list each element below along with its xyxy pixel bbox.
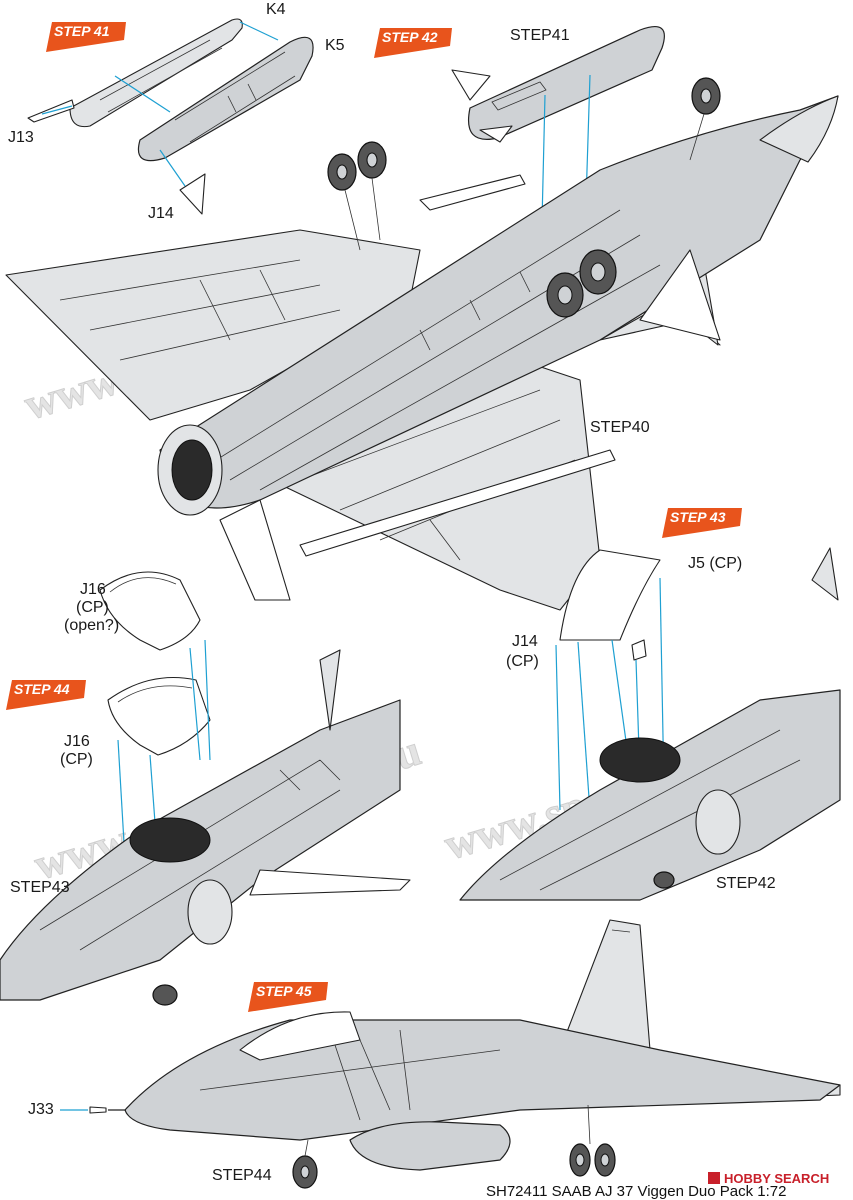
- cockpit-left: [129, 817, 211, 863]
- step41-drop-tank-assembly: [27, 18, 314, 215]
- label-step41-ref: STEP41: [510, 27, 570, 44]
- step-badge-43-text: STEP 43: [670, 509, 726, 525]
- footer-title: SH72411 SAAB AJ 37 Viggen Duo Pack 1:72: [486, 1183, 786, 1200]
- wing-pylon-right: [299, 449, 616, 557]
- logo-mark: [708, 1172, 720, 1184]
- nose-gear: [327, 141, 387, 251]
- step43-canopy-assembly: [459, 547, 841, 901]
- step-badge-45: STEP 45: [248, 982, 328, 1012]
- drop-tank-side: [349, 1121, 511, 1171]
- label-j16-open-2: (CP): [76, 599, 109, 616]
- wing-pylon-left: [419, 174, 526, 211]
- canopy-side: [239, 1011, 361, 1061]
- intake-left: [187, 879, 233, 945]
- forward-fuselage-right: [459, 689, 841, 901]
- step-badge-42-text: STEP 42: [382, 29, 438, 45]
- label-j14-cp-2: (CP): [506, 653, 539, 670]
- part-j16-canopy-open: [99, 571, 201, 651]
- step-badge-45-text: STEP 45: [256, 983, 312, 999]
- hatch-door: [639, 249, 721, 341]
- step44-canopy-assembly: [0, 571, 411, 1006]
- part-j5-panel: [631, 639, 647, 661]
- part-k5-tank: [137, 36, 314, 162]
- landing-wheels-side: [292, 1104, 616, 1189]
- nose-cone: [759, 95, 839, 163]
- step45-full-aircraft: [60, 919, 841, 1189]
- label-j16-1: J16: [64, 733, 90, 750]
- part-j14-canopy: [559, 549, 661, 641]
- label-j14-top: J14: [148, 205, 174, 222]
- step42-tank-preview: [451, 26, 665, 223]
- label-j16-open-1: J16: [80, 581, 106, 598]
- footer: SH72411 SAAB AJ 37 Viggen Duo Pack 1:72 …: [486, 1171, 829, 1200]
- aircraft-underside-view: [5, 77, 839, 611]
- footer-logo: HOBBY SEARCH: [724, 1171, 829, 1186]
- ventral-fin: [219, 499, 291, 601]
- part-j16-canopy: [107, 677, 211, 756]
- label-j14-cp-1: J14: [512, 633, 538, 650]
- step-badge-42: STEP 42: [374, 28, 452, 58]
- step-badge-44: STEP 44: [6, 680, 86, 710]
- step-badge-41-text: STEP 41: [54, 23, 110, 39]
- label-j16-2: (CP): [60, 751, 93, 768]
- label-step42-ref: STEP42: [716, 875, 776, 892]
- step-badge-41: STEP 41: [46, 22, 126, 52]
- drop-tank-preview: [468, 26, 665, 140]
- main-wheels: [546, 249, 617, 318]
- part-j33-pitot: [89, 1106, 107, 1114]
- fuselage-side: [124, 1019, 841, 1141]
- label-k5: K5: [325, 37, 345, 54]
- label-j5-cp: J5 (CP): [688, 555, 742, 572]
- label-j16-open-3: (open?): [64, 617, 119, 634]
- step-badge-43: STEP 43: [662, 508, 742, 538]
- label-j13: J13: [8, 129, 34, 146]
- label-step44-ref: STEP44: [212, 1167, 272, 1184]
- vertical-fin: [559, 919, 651, 1051]
- part-j14-fin: [179, 173, 206, 215]
- intake-right: [695, 789, 741, 855]
- step-badge-44-text: STEP 44: [14, 681, 70, 697]
- label-j33: J33: [28, 1101, 54, 1118]
- cockpit-right: [599, 737, 681, 783]
- label-step40-ref: STEP40: [590, 419, 650, 436]
- label-step43-ref: STEP43: [10, 879, 70, 896]
- label-k4: K4: [266, 1, 286, 18]
- rear-gear: [689, 77, 721, 161]
